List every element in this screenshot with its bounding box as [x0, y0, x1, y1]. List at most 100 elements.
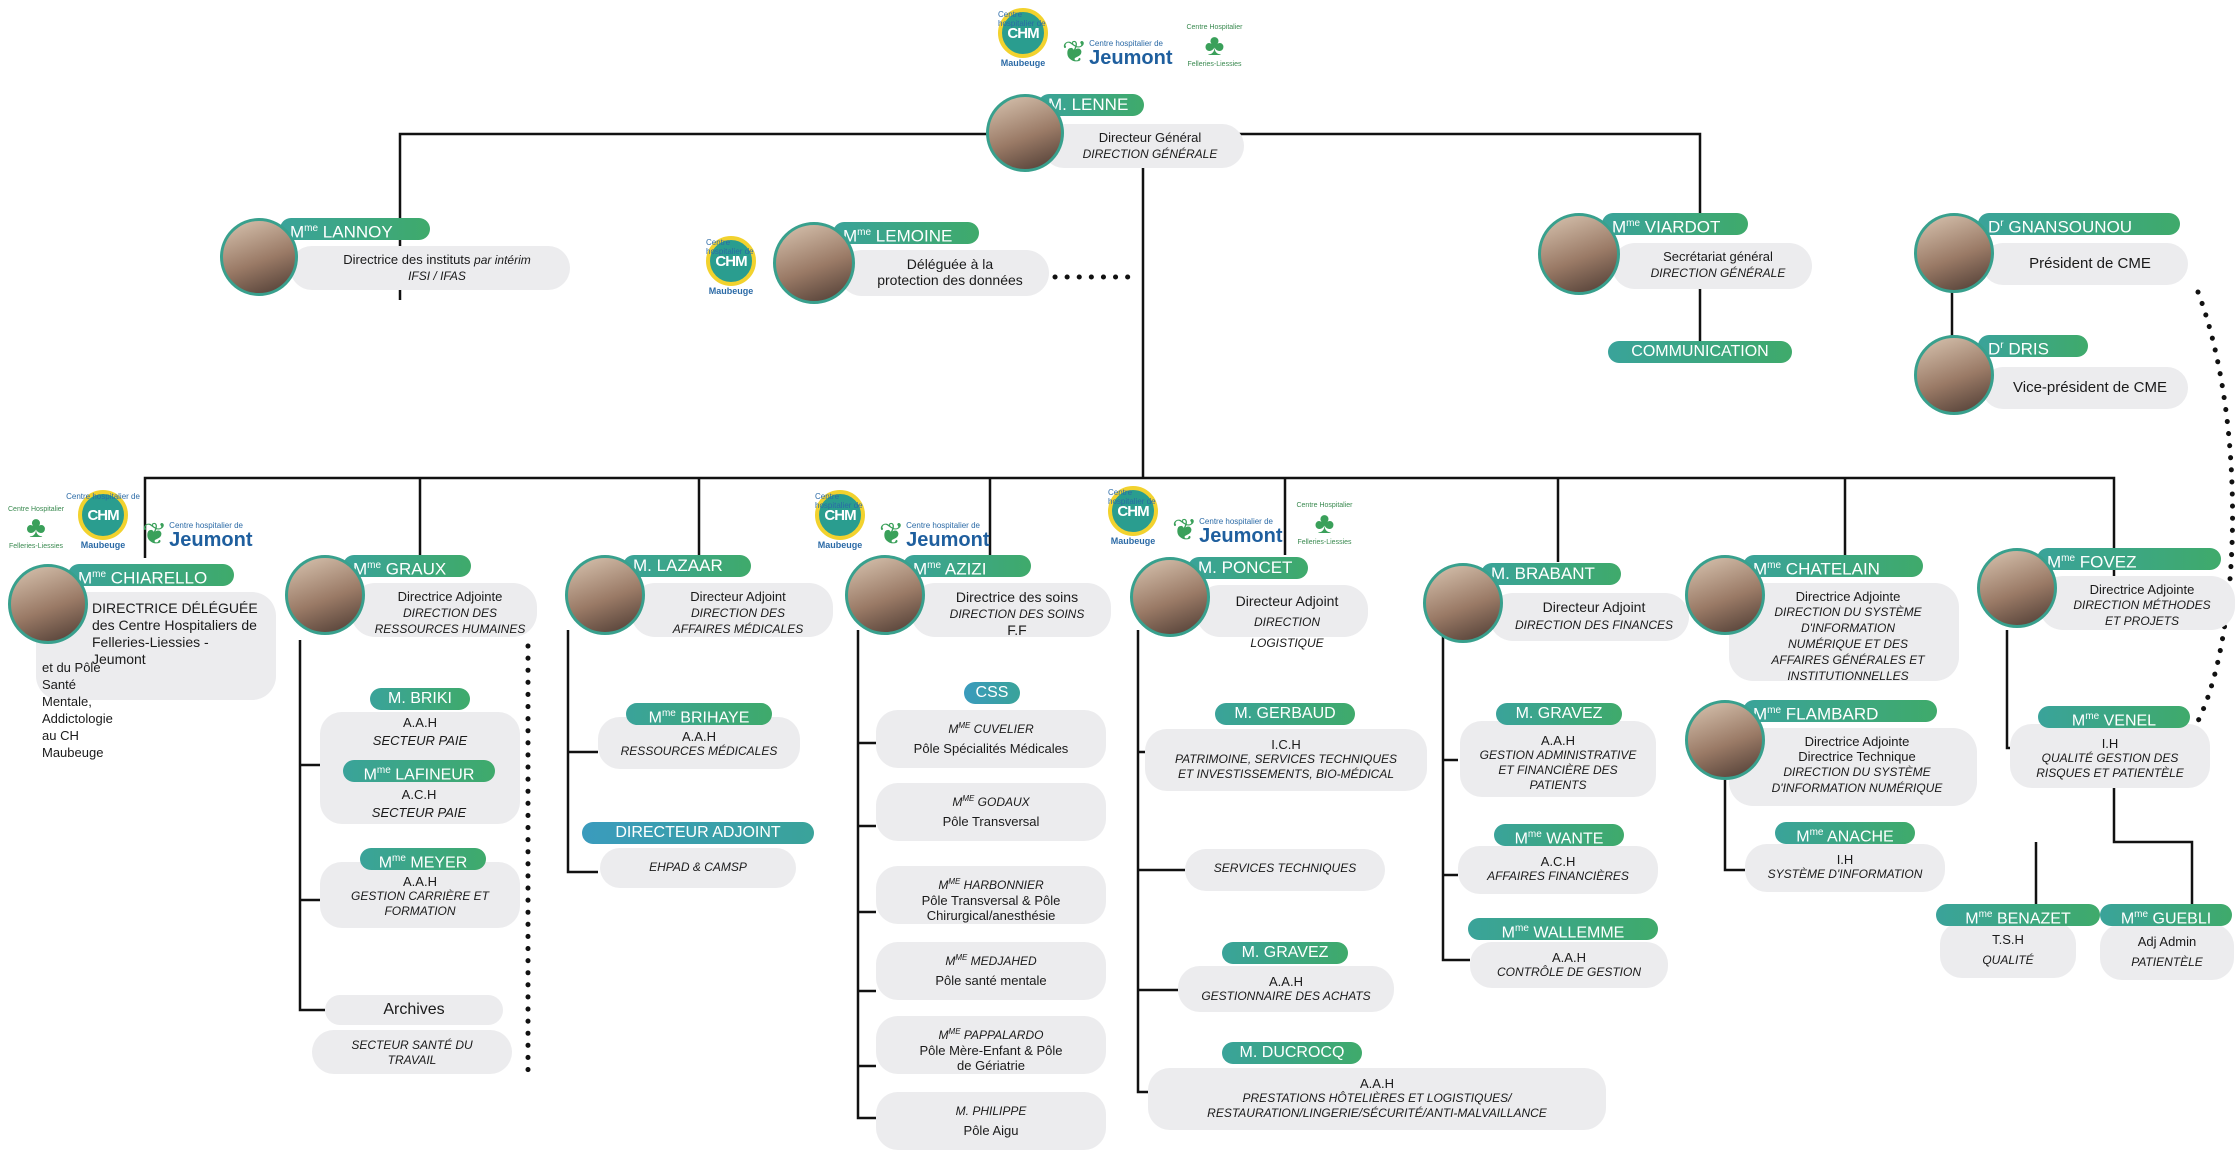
avatar — [8, 564, 88, 644]
pole-manager: M. PHILIPPE — [955, 1104, 1027, 1118]
services-techniques-box: SERVICES TECHNIQUES — [1185, 849, 1385, 891]
avatar — [773, 222, 855, 304]
name-label: Mme GUEBLI — [2100, 904, 2232, 927]
name-label: Mme AZIZI — [903, 555, 1031, 579]
pole-label: Pôle santé mentale — [935, 973, 1047, 988]
pole-label: Pôle Aigu — [963, 1123, 1019, 1138]
name-label: M. BRABANT — [1481, 563, 1621, 585]
name-label: M. GERBAUD — [1215, 703, 1355, 725]
unit-box: EHPAD & CAMSP — [600, 848, 796, 888]
avatar — [220, 218, 298, 296]
role-box: Président de CME — [1982, 243, 2188, 285]
archives-box: Archives — [325, 995, 503, 1025]
name-label: CSS — [964, 682, 1020, 704]
name-label: COMMUNICATION — [1608, 341, 1792, 363]
name-label: Mme CHATELAIN — [1743, 555, 1923, 579]
name-label: Mme ANACHE — [1775, 822, 1915, 845]
name-label: M. LAZAAR — [623, 555, 751, 577]
avatar — [1685, 700, 1765, 780]
avatar — [1977, 548, 2057, 628]
name-label: DIRECTEUR ADJOINT — [582, 822, 814, 844]
name-label: Mme GRAUX — [343, 555, 471, 579]
name-label: M. DUCROCQ — [1222, 1042, 1362, 1064]
name-label: Dr DRIS — [1978, 335, 2088, 359]
felleries-logo: Centre Hospitalier♣Felleries-Liessies — [8, 506, 65, 550]
pole-box: MME CUVELIER Pôle Spécialités Médicales — [876, 710, 1106, 768]
pole-label: Pôle Spécialités Médicales — [913, 741, 1069, 756]
name-label: M. PONCET — [1188, 557, 1308, 579]
name-label: Mme VENEL — [2038, 706, 2190, 729]
avatar — [1130, 557, 1210, 637]
name-label: Mme WANTE — [1494, 824, 1624, 847]
pole-label: de Gériatrie — [957, 1058, 1025, 1073]
pole-manager: MME GODAUX — [952, 794, 1030, 809]
name-label: M. GRAVEZ — [1222, 942, 1348, 964]
avatar — [845, 555, 925, 635]
pole-manager: MME MEDJAHED — [945, 953, 1037, 968]
chiarello-extra: et du Pôle Santé Mentale,Addictologie au… — [42, 660, 113, 760]
name-label: M. BRIKI — [370, 688, 470, 710]
name-label: Mme BENAZET — [1936, 904, 2100, 927]
role-box: Vice-président de CME — [1982, 367, 2188, 409]
pole-manager: MME CUVELIER — [948, 721, 1034, 736]
name-label: Mme MEYER — [360, 848, 486, 871]
chiarello-logos: Centre Hospitalier♣Felleries-Liessies CH… — [8, 490, 253, 550]
pole-manager: MME HARBONNIER — [938, 877, 1044, 892]
name-label: Mme VIARDOT — [1602, 213, 1748, 237]
avatar — [1423, 563, 1503, 643]
name-label: Mme LEMOINE — [833, 222, 979, 246]
avatar — [285, 555, 365, 635]
pole-label: Chirurgical/anesthésie — [926, 908, 1056, 923]
avatar — [1914, 335, 1994, 415]
avatar — [986, 94, 1064, 172]
name-label: Mme FLAMBARD — [1743, 700, 1937, 724]
felleries-logo: Centre Hospitalier♣Felleries-Liessies — [1296, 502, 1353, 546]
felleries-logo: Centre Hospitalier♣Felleries-Liessies — [1186, 24, 1243, 68]
name-label: Mme LANNOY — [280, 218, 430, 242]
name-label: Dr GNANSOUNOU — [1978, 213, 2180, 237]
name-label: Mme BRIHAYE — [626, 703, 772, 726]
name-label: Mme FOVEZ — [2037, 548, 2221, 572]
name-label: Mme CHIARELLO — [68, 564, 234, 588]
name-label: M. LENNE — [1038, 94, 1144, 116]
name-label: Mme LAFINEUR — [343, 760, 495, 783]
avatar — [1538, 213, 1620, 295]
name-label: M. GRAVEZ — [1496, 703, 1622, 725]
